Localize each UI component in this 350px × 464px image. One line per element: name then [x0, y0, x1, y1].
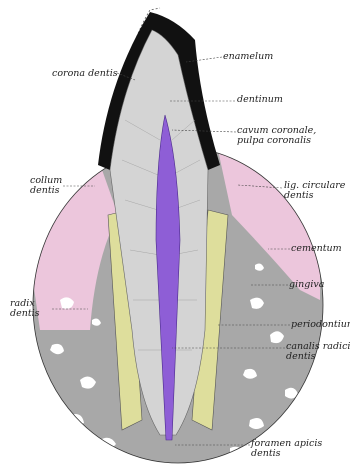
label-foramen-line2: dentis: [251, 449, 322, 459]
label-corona-dentis: corona dentis: [52, 69, 118, 79]
label-collum-dentis: collum dentis: [30, 176, 62, 196]
label-cementum: cementum: [291, 244, 342, 254]
label-canalis-radicis: canalis radicis dentis: [286, 342, 350, 362]
label-canalis-line2: dentis: [286, 352, 350, 362]
label-cavum-coronale: cavum coronale, pulpa coronalis: [237, 126, 316, 146]
label-collum-line2: dentis: [30, 186, 62, 196]
label-enamelum: enamelum: [223, 52, 273, 62]
label-gingiva: gingiva: [289, 280, 324, 290]
label-lig-circulare: lig. circulare dentis: [284, 181, 345, 201]
label-foramen-apicis: foramen apicis dentis: [251, 439, 322, 459]
label-periodontium: periodontium: [291, 320, 350, 330]
label-dentinum: dentinum: [237, 95, 283, 105]
label-radix-dentis: radix dentis: [10, 299, 40, 319]
label-cavum-line2: pulpa coronalis: [237, 136, 316, 146]
label-radix-line2: dentis: [10, 309, 40, 319]
label-lig-line2: dentis: [284, 191, 345, 201]
